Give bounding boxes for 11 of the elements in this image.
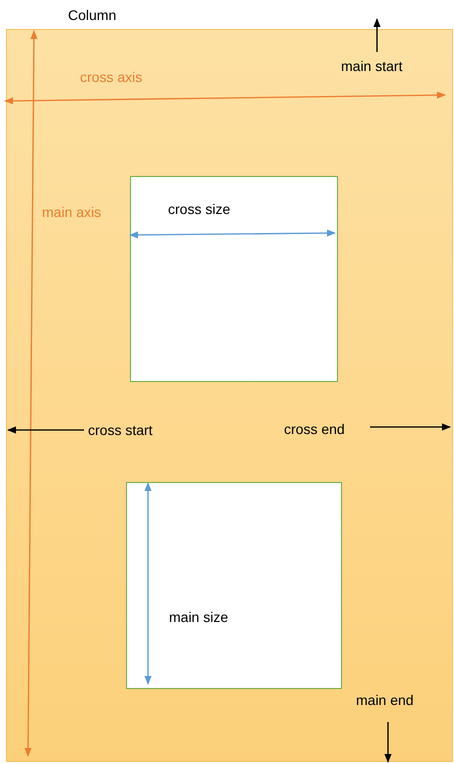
axis-label: main start [341, 58, 402, 74]
axis-label: main axis [42, 204, 102, 220]
container-title: Column [68, 7, 116, 23]
size-label: main size [169, 609, 228, 625]
flex-item-box [130, 176, 338, 382]
flex-item-box [126, 482, 342, 689]
axis-label: main end [356, 692, 414, 708]
axis-label: cross end [284, 421, 345, 437]
axis-label: cross axis [80, 69, 142, 85]
axis-label: cross start [88, 422, 153, 438]
size-label: cross size [168, 201, 230, 217]
